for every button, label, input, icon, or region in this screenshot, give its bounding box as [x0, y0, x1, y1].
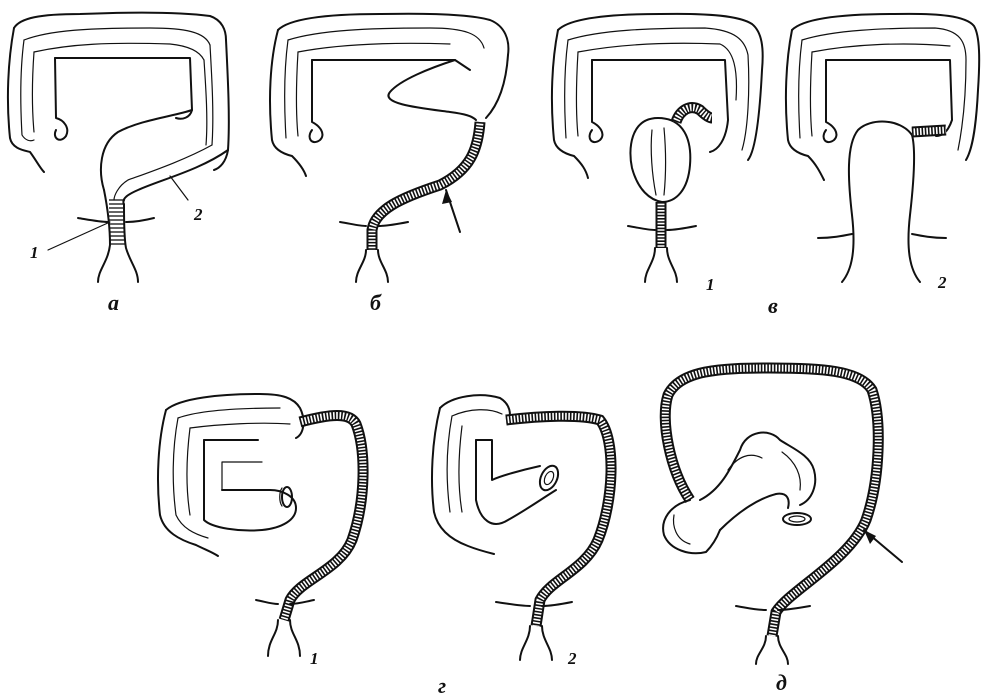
- panel-v2-drawing: [786, 14, 979, 282]
- callout-a-2: 2: [194, 206, 203, 223]
- callout-v-2: 2: [938, 274, 947, 291]
- panel-a-drawing: [8, 13, 229, 282]
- panel-label-a: а: [108, 292, 119, 314]
- panel-label-b: б: [370, 292, 381, 314]
- panel-b-drawing: [270, 14, 508, 282]
- callout-g-1: 1: [310, 650, 319, 667]
- panel-label-g: г: [438, 675, 446, 697]
- panel-label-d: д: [776, 672, 787, 694]
- panel-label-v: в: [768, 295, 778, 317]
- callout-g-2: 2: [568, 650, 577, 667]
- panel-d-drawing: [663, 368, 902, 664]
- callout-v-1: 1: [706, 276, 715, 293]
- callout-a-1: 1: [30, 244, 39, 261]
- panel-g2-drawing: [432, 395, 611, 660]
- panel-g1-drawing: [158, 394, 363, 656]
- panel-v1-drawing: [552, 14, 763, 282]
